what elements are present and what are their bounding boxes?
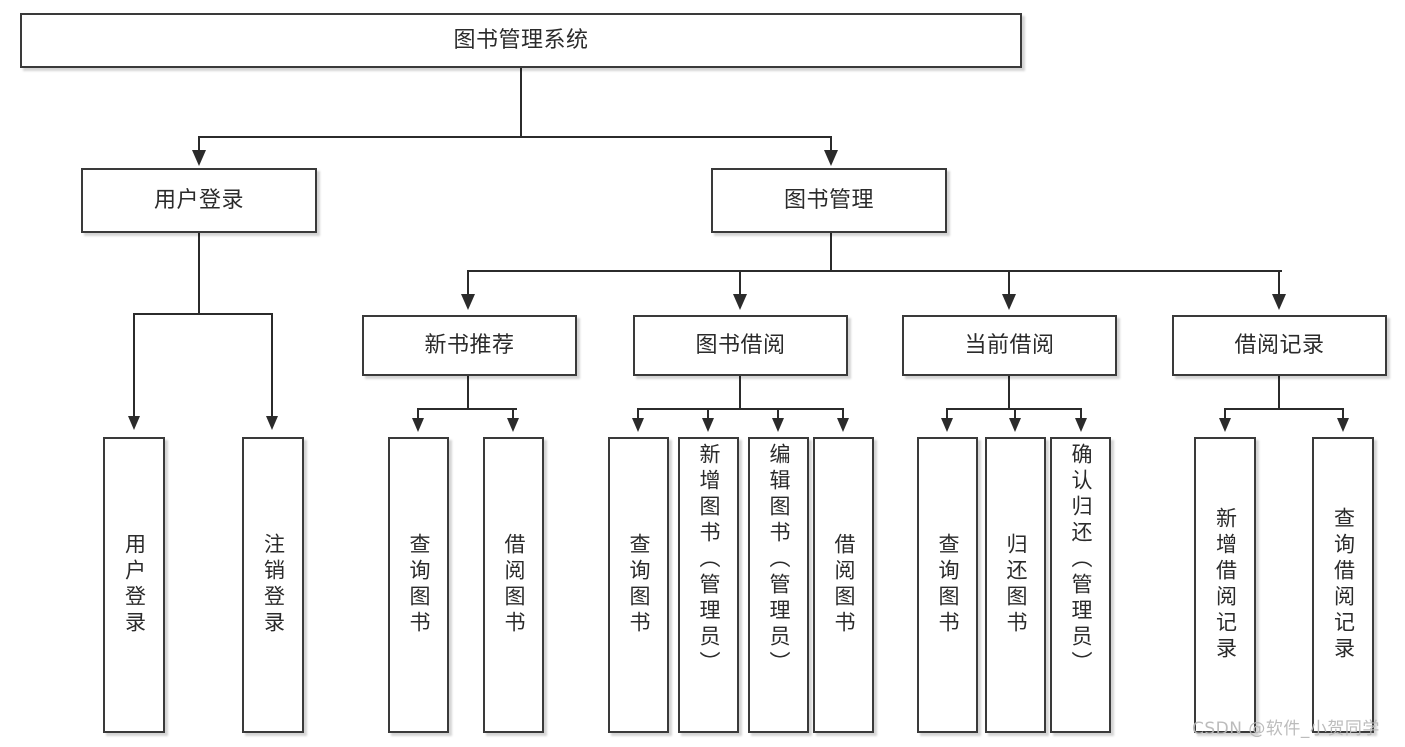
connector-current-to-leaf-3 [1080, 408, 1082, 420]
leaf-node-return-books[interactable]: 归还图书 [985, 437, 1046, 733]
arrow-book-mgmt-to-new-books [461, 294, 475, 310]
arrow-borrow-to-leaf-4 [837, 418, 849, 432]
node-label: 用户登录 [153, 187, 244, 213]
leaf-node-query-books-2[interactable]: 查询图书 [608, 437, 669, 733]
leaf-node-edit-book-admin[interactable]: 编辑图书（管理员） [748, 437, 809, 733]
leaf-label: 新增图书（管理员） [697, 443, 721, 677]
connector-borrow-to-leaf-1 [637, 408, 639, 420]
leaf-label: 确认归还（管理员） [1069, 443, 1093, 677]
connector-user-login-to-leaf-2 [271, 313, 273, 418]
leaf-label: 借阅图书 [502, 533, 526, 637]
connector-root-to-book-mgmt [830, 136, 832, 153]
leaf-node-user-login[interactable]: 用户登录 [103, 437, 165, 733]
arrow-book-mgmt-to-current [1002, 294, 1016, 310]
connector-borrow-to-leaf-2 [707, 408, 709, 420]
leaf-node-query-books-1[interactable]: 查询图书 [388, 437, 449, 733]
watermark-text: CSDN @软件_小贺同学 [1192, 719, 1380, 739]
connector-new-books-bus [417, 408, 517, 410]
leaf-node-query-books-3[interactable]: 查询图书 [917, 437, 978, 733]
connector-book-mgmt-bus [467, 270, 1282, 272]
leaf-node-add-book-admin[interactable]: 新增图书（管理员） [678, 437, 739, 733]
arrow-root-to-book-mgmt [824, 150, 838, 166]
leaf-label: 注销登录 [261, 533, 286, 637]
node-book-management[interactable]: 图书管理 [711, 168, 947, 233]
node-label: 当前借阅 [964, 332, 1055, 358]
connector-borrow-stem [739, 376, 741, 410]
connector-records-to-leaf-2 [1342, 408, 1344, 420]
connector-new-books-stem [467, 376, 469, 410]
connector-user-login-to-leaf-1 [133, 313, 135, 418]
arrow-new-books-to-leaf-2 [507, 418, 519, 432]
leaf-label: 查询图书 [936, 533, 960, 637]
connector-new-books-to-leaf-2 [512, 408, 514, 420]
leaf-node-add-borrow-record[interactable]: 新增借阅记录 [1194, 437, 1256, 733]
arrow-current-to-leaf-2 [1009, 418, 1021, 432]
node-root-book-management-system[interactable]: 图书管理系统 [20, 13, 1022, 68]
node-current-borrowing[interactable]: 当前借阅 [902, 315, 1117, 376]
node-label: 新书推荐 [424, 332, 515, 358]
connector-borrow-to-leaf-3 [777, 408, 779, 420]
arrow-user-login-to-leaf-1 [128, 416, 140, 430]
leaf-label: 归还图书 [1004, 533, 1028, 637]
connector-book-mgmt-to-current [1008, 270, 1010, 296]
leaf-node-logout[interactable]: 注销登录 [242, 437, 304, 733]
arrow-records-to-leaf-2 [1337, 418, 1349, 432]
arrow-borrow-to-leaf-3 [772, 418, 784, 432]
arrow-book-mgmt-to-borrow [733, 294, 747, 310]
leaf-label: 编辑图书（管理员） [767, 443, 791, 677]
node-borrowing-records[interactable]: 借阅记录 [1172, 315, 1387, 376]
node-user-login[interactable]: 用户登录 [81, 168, 317, 233]
node-label: 图书借阅 [695, 332, 786, 358]
arrow-root-to-user-login [192, 150, 206, 166]
leaf-node-borrow-books-1[interactable]: 借阅图书 [483, 437, 544, 733]
leaf-label: 查询图书 [407, 533, 431, 637]
arrow-records-to-leaf-1 [1219, 418, 1231, 432]
connector-book-mgmt-to-borrow [739, 270, 741, 296]
connector-current-stem [1008, 376, 1010, 410]
arrow-book-mgmt-to-records [1272, 294, 1286, 310]
node-new-book-recommendation[interactable]: 新书推荐 [362, 315, 577, 376]
connector-current-bus [946, 408, 1080, 410]
arrow-current-to-leaf-1 [941, 418, 953, 432]
connector-book-mgmt-to-records [1278, 270, 1280, 296]
connector-book-mgmt-stem [830, 233, 832, 272]
node-label: 借阅记录 [1234, 332, 1325, 358]
connector-book-mgmt-to-new-books [467, 270, 469, 296]
connector-borrow-to-leaf-4 [842, 408, 844, 420]
connector-borrow-bus [637, 408, 844, 410]
node-book-borrowing[interactable]: 图书借阅 [633, 315, 848, 376]
leaf-node-borrow-books-2[interactable]: 借阅图书 [813, 437, 874, 733]
connector-user-login-stem [198, 233, 200, 315]
connector-root-to-user-login [198, 136, 200, 153]
node-label: 图书管理系统 [453, 27, 589, 53]
arrow-current-to-leaf-3 [1075, 418, 1087, 432]
connector-records-stem [1278, 376, 1280, 410]
leaf-label: 查询图书 [627, 533, 651, 637]
arrow-new-books-to-leaf-1 [412, 418, 424, 432]
connector-root-bus [198, 136, 832, 138]
leaf-label: 新增借阅记录 [1213, 507, 1238, 663]
node-label: 图书管理 [783, 187, 874, 213]
leaf-label: 借阅图书 [832, 533, 856, 637]
leaf-node-query-borrow-record[interactable]: 查询借阅记录 [1312, 437, 1374, 733]
leaf-node-confirm-return-admin[interactable]: 确认归还（管理员） [1050, 437, 1111, 733]
connector-records-to-leaf-1 [1224, 408, 1226, 420]
leaf-label: 查询借阅记录 [1331, 507, 1356, 663]
connector-user-login-bus [133, 313, 272, 315]
connector-records-bus [1224, 408, 1343, 410]
arrow-borrow-to-leaf-1 [632, 418, 644, 432]
arrow-borrow-to-leaf-2 [702, 418, 714, 432]
arrow-user-login-to-leaf-2 [266, 416, 278, 430]
leaf-label: 用户登录 [122, 533, 147, 637]
connector-current-to-leaf-2 [1014, 408, 1016, 420]
connector-current-to-leaf-1 [946, 408, 948, 420]
connector-new-books-to-leaf-1 [417, 408, 419, 420]
connector-root-stem [520, 68, 522, 138]
